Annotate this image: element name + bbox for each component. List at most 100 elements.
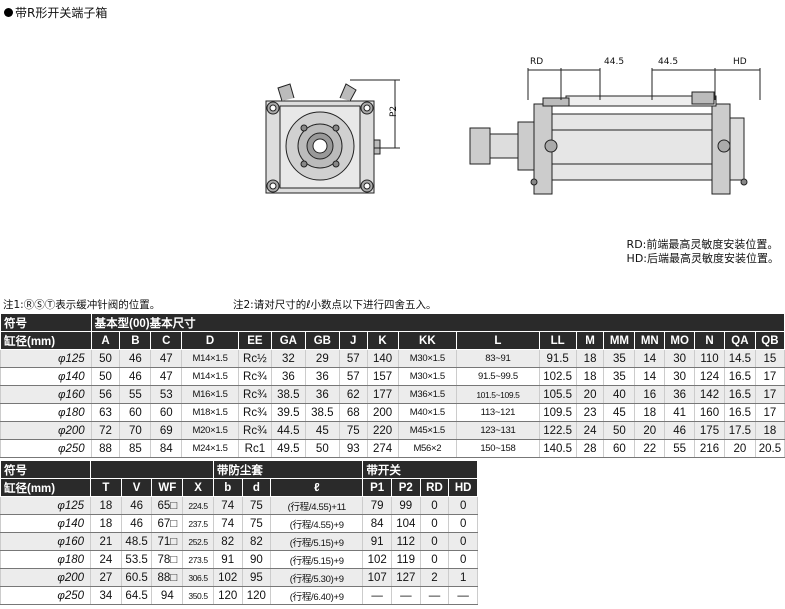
table-cell: 91.5: [538, 349, 577, 368]
table-cell: 50: [90, 367, 121, 386]
table-cell: 60: [119, 403, 152, 422]
table-cell: 107: [362, 568, 392, 587]
table-cell: 150~158: [456, 439, 540, 458]
col-header-m: M: [575, 331, 605, 350]
page-title: 带R形开关端子箱: [4, 4, 107, 21]
table-cell: 47: [150, 349, 183, 368]
table-cell: 84: [362, 514, 392, 533]
table-cell: 74: [212, 496, 243, 515]
table-cell: 112: [390, 532, 421, 551]
table-cell: 110: [694, 349, 725, 368]
table-cell: 36: [304, 367, 340, 386]
col-header-c: C: [150, 331, 183, 350]
table-cell: 55: [664, 439, 696, 458]
col-header-mn: MN: [634, 331, 666, 350]
table-cell: 105.5: [538, 385, 577, 404]
table-cell: (行程/5.15)+9: [270, 532, 364, 551]
col-header-0: T: [90, 478, 122, 497]
table-cell: 24: [575, 421, 605, 440]
table-cell: M18×1.5: [181, 403, 239, 422]
bore-cell: φ180: [0, 550, 92, 569]
table-cell: 35: [603, 349, 636, 368]
table-cell: 28: [575, 439, 605, 458]
col-header-4: b: [212, 478, 243, 497]
col-header-d: D: [181, 331, 239, 350]
table-cell: 252.5: [182, 532, 214, 551]
table-cell: 91: [212, 550, 243, 569]
side-view: [469, 68, 761, 195]
table-cell: 274: [366, 439, 399, 458]
table-cell: 75: [241, 496, 272, 515]
col-header-ll: LL: [538, 331, 577, 350]
table-cell: 75: [338, 421, 368, 440]
table-cell: 0: [419, 496, 450, 515]
header-bore: 缸径(mm): [0, 331, 92, 350]
dim-44-5-b: 44.5: [658, 57, 678, 67]
col-header-qb: QB: [754, 331, 785, 350]
table-cell: 24: [90, 550, 122, 569]
table-cell: 68: [338, 403, 368, 422]
col-header-l: L: [456, 331, 540, 350]
table-cell: 71□: [151, 532, 184, 551]
col-header-2: WF: [151, 478, 184, 497]
col-header-j: J: [338, 331, 368, 350]
bore-cell: φ200: [0, 568, 92, 587]
technical-drawing: P2: [265, 57, 761, 195]
col-header-qa: QA: [723, 331, 756, 350]
bullet-icon: [4, 8, 13, 17]
table-cell: 0: [419, 550, 450, 569]
table-cell: 36: [270, 367, 306, 386]
table-cell: (行程/5.15)+9: [270, 550, 364, 569]
table-cell: 50: [603, 421, 636, 440]
table-header-row: 符号基本型(00)基本尺寸: [0, 313, 785, 332]
table-cell: Rc¾: [237, 403, 272, 422]
col-header-n: N: [694, 331, 725, 350]
col-header-3: X: [182, 478, 214, 497]
table-cell: 82: [241, 532, 272, 551]
table-cell: M45×1.5: [397, 421, 458, 440]
table-cell: 39.5: [270, 403, 306, 422]
table-cell: 2: [419, 568, 450, 587]
table-cell: Rc½: [237, 349, 272, 368]
table-cell: 16.5: [723, 367, 756, 386]
table-cell: 38.5: [270, 385, 306, 404]
table-header-row: 符号带防尘套带开关: [0, 460, 478, 479]
table-cell: 14.5: [723, 349, 756, 368]
table-cell: 113~121: [456, 403, 540, 422]
table-cell: 36: [664, 385, 696, 404]
table-cell: M30×1.5: [397, 367, 458, 386]
table-cell: 53: [150, 385, 183, 404]
col-header-8: P2: [390, 478, 421, 497]
dim-hd: HD: [733, 57, 747, 67]
table-cell: 109.5: [538, 403, 577, 422]
table-cell: 18: [575, 367, 605, 386]
table-cell: 140: [366, 349, 399, 368]
table-cell: 0: [448, 496, 478, 515]
table-cell: 1: [448, 568, 478, 587]
col-header-a: A: [90, 331, 121, 350]
table-cell: (行程/6.40)+9: [270, 586, 364, 605]
table-cell: 47: [150, 367, 183, 386]
bore-cell: φ125: [0, 496, 92, 515]
header-symbol: 符号: [0, 313, 92, 332]
col-header-9: RD: [419, 478, 450, 497]
table-cell: 120: [212, 586, 243, 605]
table-cell: 127: [390, 568, 421, 587]
header-dust-cover: 带防尘套: [212, 460, 364, 479]
table-cell: 40: [603, 385, 636, 404]
table-cell: (行程/4.55)+11: [270, 496, 364, 515]
table-cell: 224.5: [182, 496, 214, 515]
table-cell: 49.5: [270, 439, 306, 458]
table-cell: 65□: [151, 496, 184, 515]
table-cell: 17: [754, 403, 785, 422]
table-cell: 45: [603, 403, 636, 422]
table-cell: 27: [90, 568, 122, 587]
table-cell: 38.5: [304, 403, 340, 422]
